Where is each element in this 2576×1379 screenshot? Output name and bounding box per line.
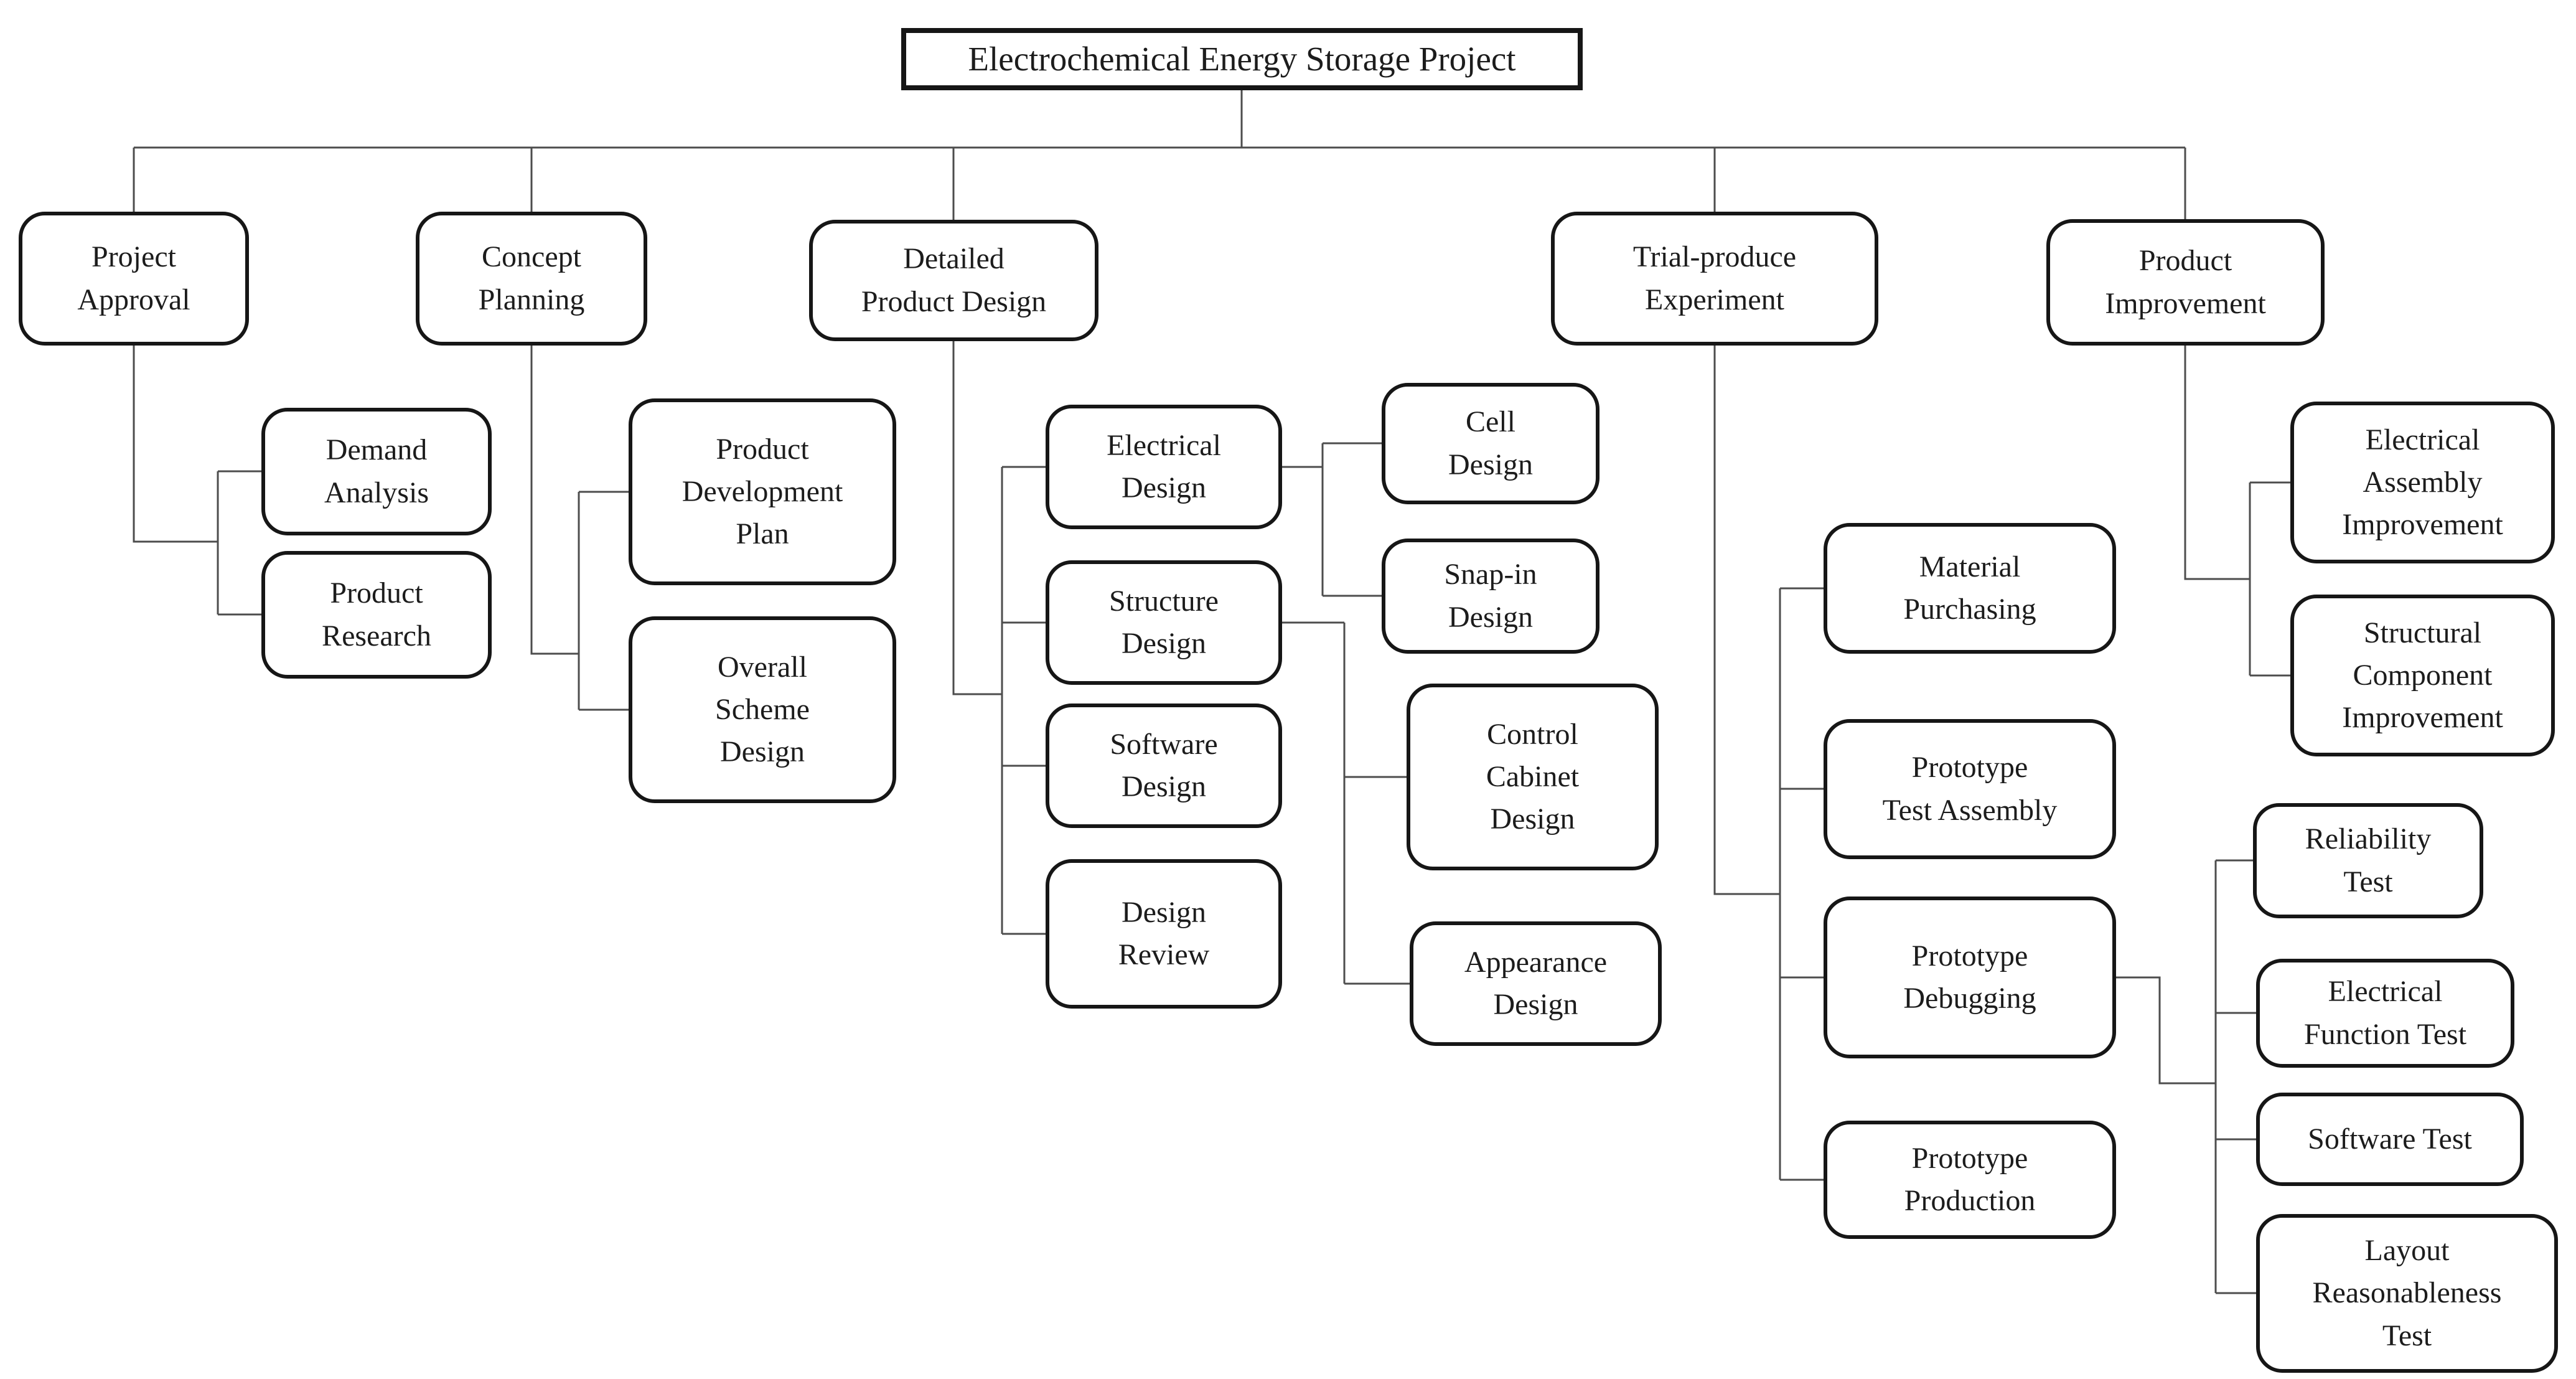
node-demand-analysis: Demand Analysis	[261, 408, 492, 535]
node-design-review: Design Review	[1046, 859, 1282, 1009]
node-prototype-test-assembly: Prototype Test Assembly	[1824, 719, 2116, 859]
node-electrical-assembly-improvement: Electrical Assembly Improvement	[2290, 402, 2555, 563]
node-reliability-test: Reliability Test	[2253, 803, 2483, 918]
connector-pd-elbow	[2116, 976, 2216, 1085]
node-snap-in-design: Snap-in Design	[1382, 539, 1599, 654]
node-software-test: Software Test	[2256, 1093, 2524, 1186]
node-electrochemical-energy-storage-project: Electrochemical Energy Storage Project	[901, 28, 1583, 90]
node-structural-component-improvement: Structural Component Improvement	[2290, 595, 2555, 756]
node-product-research: Product Research	[261, 551, 492, 679]
node-detailed-product-design: Detailed Product Design	[809, 220, 1098, 341]
node-project-approval: Project Approval	[19, 212, 249, 346]
node-prototype-debugging: Prototype Debugging	[1824, 897, 2116, 1058]
node-overall-scheme-design: Overall Scheme Design	[629, 616, 896, 803]
node-electrical-design: Electrical Design	[1046, 405, 1282, 529]
node-material-purchasing: Material Purchasing	[1824, 523, 2116, 654]
node-electrical-function-test: Electrical Function Test	[2256, 959, 2514, 1068]
connector-cp-elbow	[530, 346, 579, 655]
node-trial-produce-experiment: Trial-produce Experiment	[1551, 212, 1878, 346]
node-structure-design: Structure Design	[1046, 560, 1282, 685]
node-software-design: Software Design	[1046, 704, 1282, 828]
node-product-development-plan: Product Development Plan	[629, 398, 896, 585]
node-control-cabinet-design: Control Cabinet Design	[1407, 684, 1659, 870]
connector-tpe-elbow	[1713, 346, 1780, 895]
node-product-improvement: Product Improvement	[2046, 219, 2325, 346]
connector-dpd-elbow	[952, 341, 1002, 695]
node-appearance-design: Appearance Design	[1410, 921, 1662, 1046]
node-layout-reasonableness-test: Layout Reasonableness Test	[2256, 1214, 2558, 1373]
node-cell-design: Cell Design	[1382, 383, 1599, 504]
node-concept-planning: Concept Planning	[416, 212, 647, 346]
connector-pi-elbow	[2184, 346, 2250, 580]
node-prototype-production: Prototype Production	[1824, 1121, 2116, 1239]
connector-pa-elbow	[133, 346, 218, 543]
